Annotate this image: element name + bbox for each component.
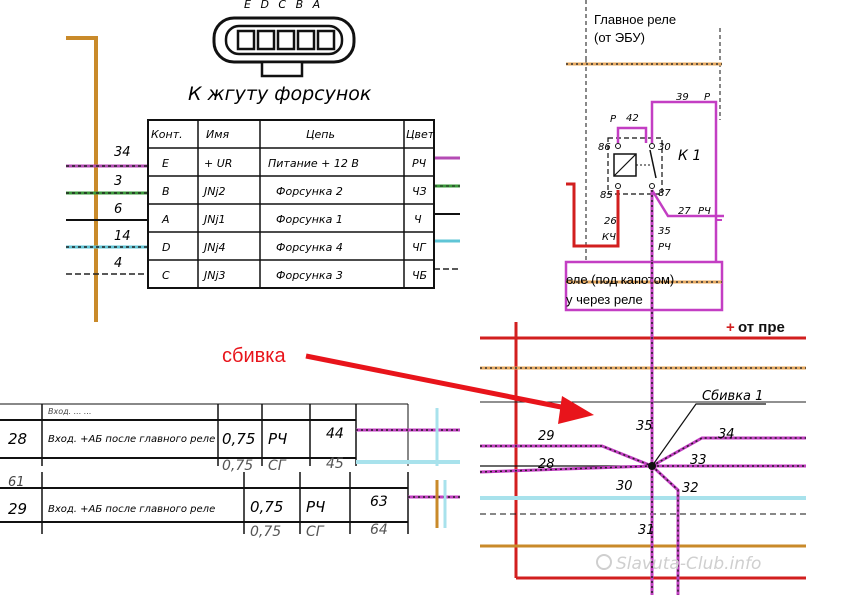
svg-text:КЧ: КЧ bbox=[602, 232, 616, 243]
svg-text:JNj1: JNj1 bbox=[202, 213, 226, 226]
svg-text:28: 28 bbox=[538, 457, 555, 472]
connector-table bbox=[147, 119, 435, 289]
svg-text:33: 33 bbox=[690, 453, 707, 468]
svg-text:30: 30 bbox=[658, 142, 671, 153]
svg-text:45: 45 bbox=[326, 456, 344, 472]
svg-text:61: 61 bbox=[8, 475, 25, 490]
harness-wires bbox=[66, 156, 460, 275]
svg-text:86: 86 bbox=[598, 142, 611, 153]
svg-text:Форсунка 2: Форсунка 2 bbox=[276, 185, 343, 198]
svg-text:Цвет: Цвет bbox=[406, 128, 435, 141]
svg-text:D: D bbox=[162, 241, 170, 254]
svg-text:0,75: 0,75 bbox=[222, 430, 255, 448]
wiring-table-fragment-1-text: Вход. ... ... 28 Вход. +АБ после главног… bbox=[8, 407, 344, 474]
connector-icon: E D C B A bbox=[212, 0, 356, 78]
svg-text:Форсунка 4: Форсунка 4 bbox=[276, 241, 343, 254]
svg-text:от пре: от пре bbox=[738, 319, 785, 336]
svg-text:Вход. ... ...: Вход. ... ... bbox=[48, 407, 92, 416]
svg-text:СГ: СГ bbox=[306, 524, 325, 540]
svg-text:РЧ: РЧ bbox=[698, 206, 711, 217]
svg-text:Главное реле: Главное реле bbox=[594, 12, 676, 27]
svg-text:Р: Р bbox=[610, 114, 617, 125]
connector-title: К жгуту форсунок bbox=[188, 83, 372, 105]
svg-text:E: E bbox=[162, 157, 169, 170]
svg-text:JNj3: JNj3 bbox=[202, 269, 226, 282]
annotation-arrow bbox=[305, 353, 594, 424]
svg-text:32: 32 bbox=[682, 481, 699, 496]
wiring-table-fragment-1 bbox=[0, 403, 460, 466]
svg-text:JNj2: JNj2 bbox=[202, 185, 226, 198]
wire-number-6: 6 bbox=[114, 202, 122, 217]
wire-number-4: 4 bbox=[114, 256, 122, 271]
svg-text:Форсунка 3: Форсунка 3 bbox=[276, 269, 343, 282]
svg-text:87: 87 bbox=[658, 188, 671, 199]
relay-section bbox=[564, 0, 724, 312]
svg-text:29: 29 bbox=[538, 429, 555, 444]
svg-text:26: 26 bbox=[604, 216, 617, 227]
relay-labels: Р 42 39 Р 86 30 85 87 26 КЧ 27 РЧ 35 РЧ bbox=[598, 92, 711, 253]
svg-text:JNj4: JNj4 bbox=[202, 241, 226, 254]
wire-number-34: 34 bbox=[114, 145, 131, 160]
svg-text:42: 42 bbox=[626, 113, 639, 124]
svg-text:27: 27 bbox=[678, 206, 691, 217]
svg-text:A: A bbox=[161, 213, 170, 226]
svg-text:Р: Р bbox=[704, 92, 711, 103]
svg-text:ЧЗ: ЧЗ bbox=[412, 185, 427, 198]
relay-title: Главное реле (от ЭБУ) bbox=[594, 12, 676, 45]
connector-table-headers: Конт. Имя Цепь Цвет bbox=[151, 128, 435, 141]
svg-text:39: 39 bbox=[676, 92, 689, 103]
svg-text:Конт.: Конт. bbox=[151, 128, 183, 141]
wire-number-3: 3 bbox=[114, 174, 122, 189]
svg-text:Slavuta-Club.info: Slavuta-Club.info bbox=[616, 554, 761, 574]
svg-text:Питание + 12 В: Питание + 12 В bbox=[268, 157, 359, 170]
svg-text:Вход. +АБ после главного реле: Вход. +АБ после главного реле bbox=[48, 434, 215, 445]
wire-number-14: 14 bbox=[114, 229, 131, 244]
svg-text:31: 31 bbox=[638, 523, 655, 538]
splice-header: + от пре bbox=[726, 319, 785, 336]
svg-text:35: 35 bbox=[658, 226, 671, 237]
svg-text:C: C bbox=[162, 269, 170, 282]
svg-text:Ч: Ч bbox=[414, 213, 422, 226]
annotation-label: сбивка bbox=[222, 345, 286, 367]
svg-text:85: 85 bbox=[600, 190, 613, 201]
svg-text:0,75: 0,75 bbox=[250, 524, 281, 540]
watermark: Slavuta-Club.info bbox=[596, 554, 761, 574]
svg-text:РЧ: РЧ bbox=[306, 498, 325, 516]
splice-wire-numbers: 35 34 29 28 33 30 32 31 bbox=[538, 419, 735, 538]
svg-text:64: 64 bbox=[370, 522, 388, 538]
svg-text:29: 29 bbox=[8, 500, 27, 518]
svg-text:30: 30 bbox=[616, 479, 633, 494]
svg-text:Имя: Имя bbox=[206, 128, 230, 141]
svg-text:34: 34 bbox=[718, 427, 735, 442]
svg-text:РЧ: РЧ bbox=[412, 157, 427, 170]
relay-name: К 1 bbox=[678, 148, 701, 164]
svg-text:Вход. +АБ после главного реле: Вход. +АБ после главного реле bbox=[48, 504, 215, 515]
svg-text:РЧ: РЧ bbox=[658, 242, 671, 253]
splice-label: Сбивка 1 bbox=[702, 389, 763, 404]
svg-text:0,75: 0,75 bbox=[250, 498, 283, 516]
text-under-hood: еле (под капотом) bbox=[566, 272, 674, 287]
svg-text:E D C B A: E D C B A bbox=[244, 0, 323, 11]
svg-text:B: B bbox=[162, 185, 170, 198]
svg-text:СГ: СГ bbox=[268, 458, 287, 474]
svg-text:Цепь: Цепь bbox=[306, 128, 335, 141]
svg-text:Форсунка 1: Форсунка 1 bbox=[276, 213, 343, 226]
svg-text:35: 35 bbox=[636, 419, 653, 434]
svg-text:28: 28 bbox=[8, 430, 27, 448]
svg-text:0,75: 0,75 bbox=[222, 458, 253, 474]
svg-text:44: 44 bbox=[326, 426, 344, 442]
svg-text:ЧБ: ЧБ bbox=[412, 269, 427, 282]
svg-text:+ UR: + UR bbox=[204, 157, 232, 170]
svg-text:+: + bbox=[726, 319, 735, 336]
wiring-table-fragment-2 bbox=[0, 472, 460, 534]
connector-table-rows: E + UR Питание + 12 В РЧ B JNj2 Форсунка… bbox=[161, 157, 427, 282]
svg-text:63: 63 bbox=[370, 494, 388, 510]
svg-text:РЧ: РЧ bbox=[268, 430, 287, 448]
svg-text:(от ЭБУ): (от ЭБУ) bbox=[594, 30, 645, 45]
text-via-relay: у через реле bbox=[566, 292, 643, 307]
svg-text:ЧГ: ЧГ bbox=[412, 241, 427, 254]
wiring-table-fragment-2-text: 61 29 Вход. +АБ после главного реле 0,75… bbox=[8, 475, 388, 540]
